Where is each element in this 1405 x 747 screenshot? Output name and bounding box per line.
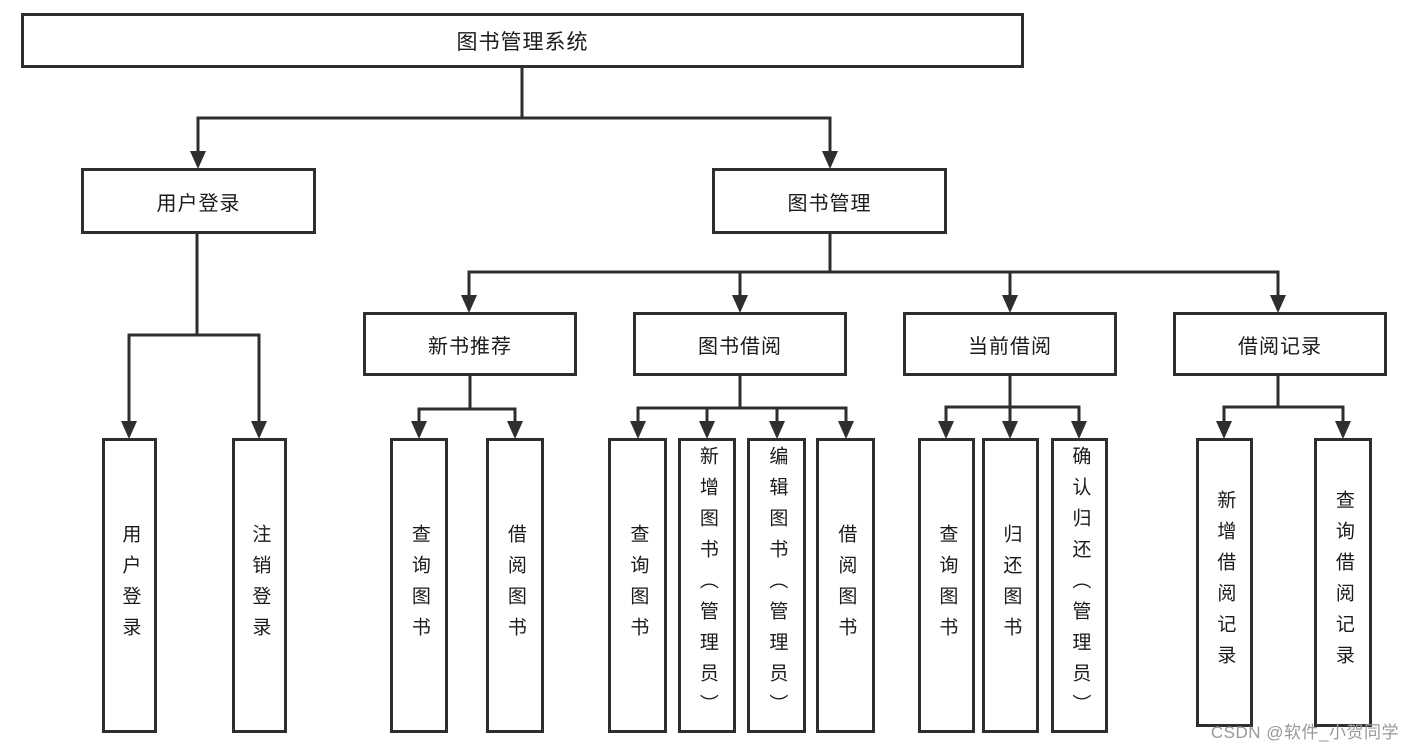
- leaf-label: 新增图书（管理员）: [696, 446, 718, 725]
- leaf-query-books-recommendation: 查询图书: [390, 438, 448, 733]
- leaf-query-books-current: 查询图书: [918, 438, 975, 733]
- arrowhead-icon: [732, 295, 748, 313]
- node-label: 图书管理: [787, 192, 872, 215]
- arrowhead-icon: [630, 421, 646, 439]
- arrowhead-icon: [1216, 421, 1232, 439]
- leaf-label: 借阅图书: [504, 523, 526, 648]
- leaf-label: 查询图书: [936, 523, 958, 648]
- leaf-label: 新增借阅记录: [1214, 489, 1236, 676]
- leaf-label: 归还图书: [1000, 523, 1022, 648]
- arrowhead-icon: [1002, 295, 1018, 313]
- leaf-logout: 注销登录: [232, 438, 287, 733]
- leaf-label: 用户登录: [119, 523, 141, 648]
- node-book-management: 图书管理: [712, 168, 947, 234]
- node-label: 新书推荐: [428, 335, 512, 358]
- node-current-borrowing: 当前借阅: [903, 312, 1117, 376]
- leaf-query-books-borrowing: 查询图书: [608, 438, 667, 733]
- leaf-confirm-return-admin: 确认归还（管理员）: [1051, 438, 1108, 733]
- leaf-edit-books-admin: 编辑图书（管理员）: [747, 438, 806, 733]
- leaf-borrow-books-recommendation: 借阅图书: [486, 438, 544, 733]
- node-book-borrowing: 图书借阅: [633, 312, 847, 376]
- node-user-login: 用户登录: [81, 168, 316, 234]
- arrowhead-icon: [838, 421, 854, 439]
- connector-currentborrow-to-leaves: [938, 374, 1087, 439]
- arrowhead-icon: [1071, 421, 1087, 439]
- leaf-user-login: 用户登录: [102, 438, 157, 733]
- leaf-label: 编辑图书（管理员）: [766, 446, 788, 725]
- leaf-return-books: 归还图书: [982, 438, 1039, 733]
- arrowhead-icon: [1002, 421, 1018, 439]
- leaf-query-borrow-record: 查询借阅记录: [1314, 438, 1372, 727]
- arrowhead-icon: [822, 151, 838, 169]
- connector-bookborrow-to-leaves: [630, 374, 854, 439]
- leaf-label: 注销登录: [249, 523, 271, 648]
- connector-userlogin-to-leaves: [121, 232, 267, 439]
- watermark: CSDN @软件_小贺同学: [1210, 723, 1399, 742]
- arrowhead-icon: [769, 421, 785, 439]
- node-label: 当前借阅: [968, 335, 1052, 358]
- node-label: 图书管理系统: [456, 30, 589, 54]
- arrowhead-icon: [190, 151, 206, 169]
- arrowhead-icon: [251, 421, 267, 439]
- leaf-label: 查询图书: [408, 523, 430, 648]
- node-label: 借阅记录: [1238, 335, 1322, 358]
- node-label: 用户登录: [156, 192, 241, 215]
- connector-root-to-level1: [190, 66, 838, 169]
- connector-newbookrec-to-leaves: [411, 374, 523, 439]
- arrowhead-icon: [507, 421, 523, 439]
- arrowhead-icon: [699, 421, 715, 439]
- arrowhead-icon: [121, 421, 137, 439]
- node-book-management-system: 图书管理系统: [21, 13, 1024, 68]
- leaf-label: 借阅图书: [835, 523, 857, 648]
- leaf-add-books-admin: 新增图书（管理员）: [678, 438, 736, 733]
- connector-borrowrecords-to-leaves: [1216, 374, 1351, 439]
- leaf-label: 查询借阅记录: [1332, 489, 1354, 676]
- connector-bookmgmt-to-level2: [461, 231, 1286, 313]
- leaf-label: 查询图书: [627, 523, 649, 648]
- leaf-add-borrow-record: 新增借阅记录: [1196, 438, 1253, 727]
- arrowhead-icon: [1270, 295, 1286, 313]
- leaf-borrow-books: 借阅图书: [816, 438, 875, 733]
- node-borrowing-records: 借阅记录: [1173, 312, 1387, 376]
- arrowhead-icon: [1335, 421, 1351, 439]
- arrowhead-icon: [938, 421, 954, 439]
- arrowhead-icon: [411, 421, 427, 439]
- node-label: 图书借阅: [698, 335, 782, 358]
- arrowhead-icon: [461, 295, 477, 313]
- node-new-book-recommendation: 新书推荐: [363, 312, 577, 376]
- leaf-label: 确认归还（管理员）: [1069, 446, 1091, 725]
